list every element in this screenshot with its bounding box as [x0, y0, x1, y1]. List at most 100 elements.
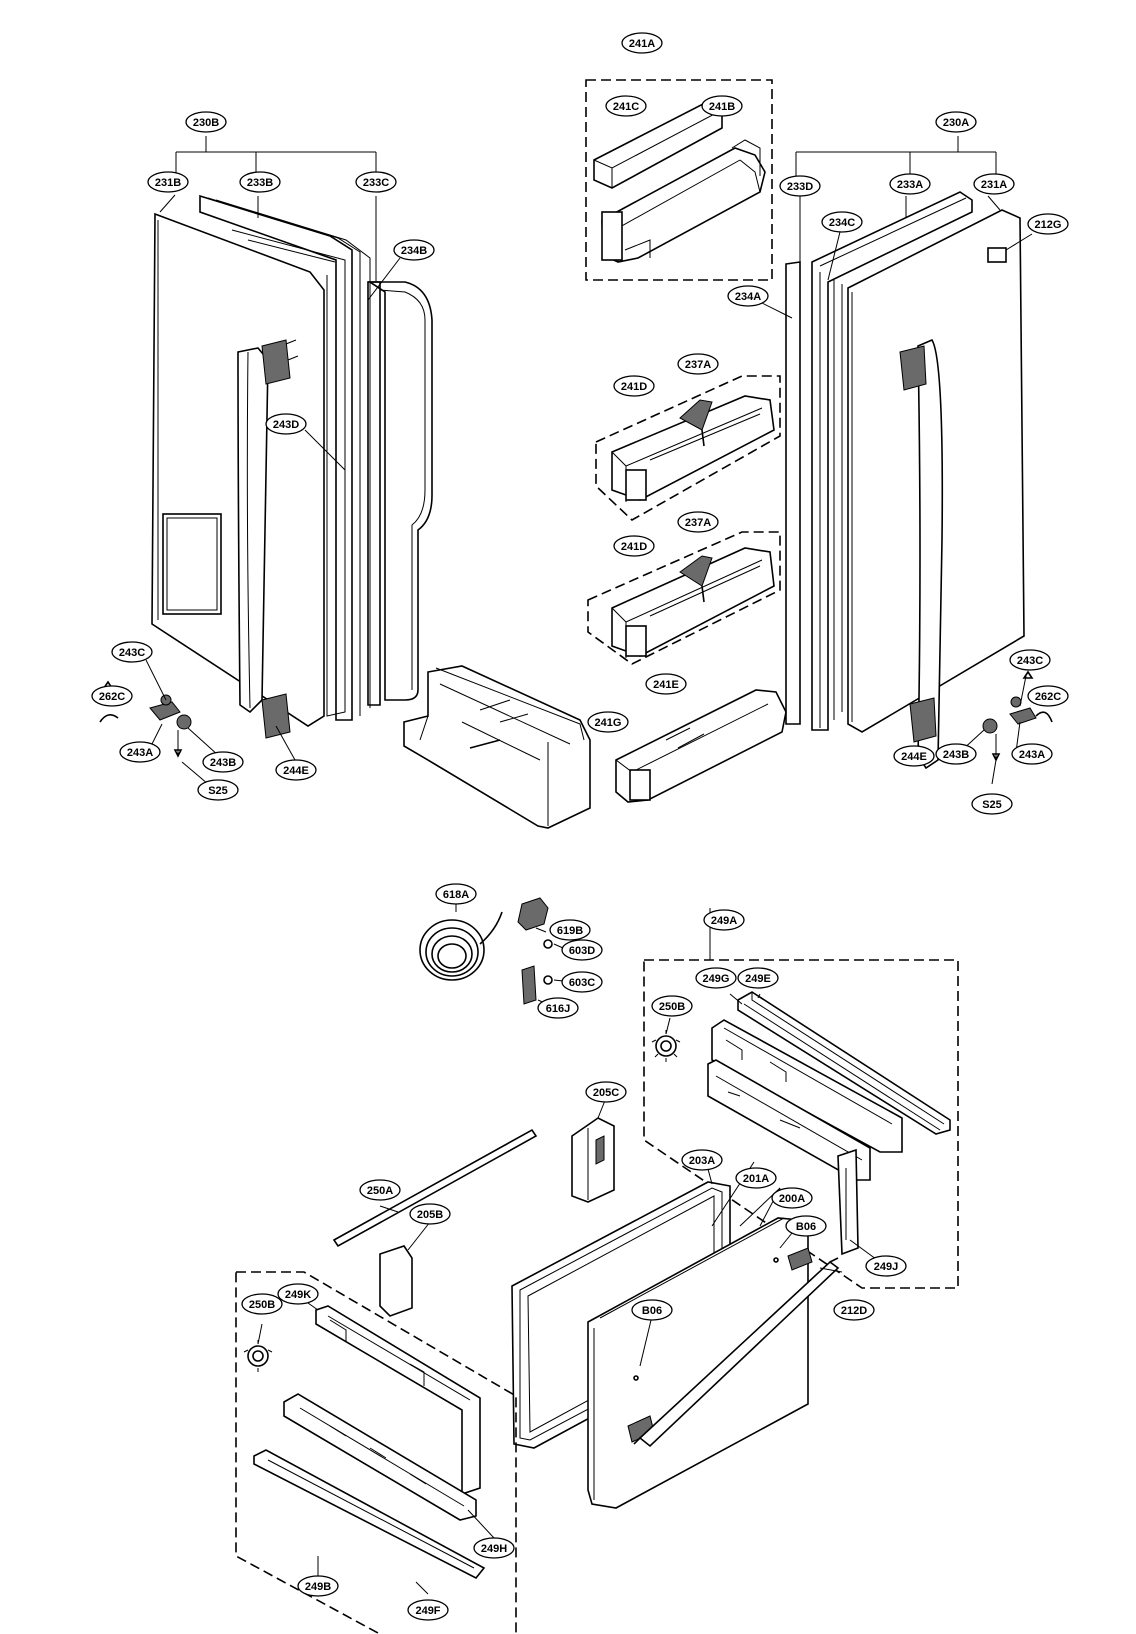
- label-text: 616J: [546, 1003, 570, 1015]
- label-oval: [185, 111, 227, 133]
- label-oval: [651, 995, 693, 1017]
- label-text: 200A: [779, 1193, 805, 1205]
- label-oval: [613, 375, 655, 397]
- part-label-231a: 231A: [973, 173, 1015, 195]
- label-oval: [147, 171, 189, 193]
- label-text: 241D: [621, 541, 647, 553]
- part-label-249a: 249A: [703, 909, 745, 931]
- part-label-241d-2: 241D: [613, 535, 655, 557]
- part-label-243a-l: 243A: [119, 741, 161, 763]
- part-label-234a: 234A: [727, 285, 769, 307]
- part-label-241a: 241A: [621, 32, 663, 54]
- label-oval: [241, 1293, 283, 1315]
- part-label-201a: 201A: [735, 1167, 777, 1189]
- label-oval: [355, 171, 397, 193]
- label-oval: [297, 1575, 339, 1597]
- part-label-249e: 249E: [737, 967, 779, 989]
- label-oval: [737, 967, 779, 989]
- label-text: 241A: [629, 38, 655, 50]
- label-text: 249B: [305, 1581, 331, 1593]
- label-oval: [695, 967, 737, 989]
- label-oval: [202, 751, 244, 773]
- bin-241E: [615, 689, 787, 803]
- part-label-243b-r: 243B: [935, 743, 977, 765]
- label-text: 212D: [841, 1305, 867, 1317]
- part-label-241d-1: 241D: [613, 375, 655, 397]
- part-label-249g: 249G: [695, 967, 737, 989]
- part-label-243c-l: 243C: [111, 641, 153, 663]
- label-text: S25: [208, 785, 228, 797]
- part-label-233c: 233C: [355, 171, 397, 193]
- label-oval: [971, 793, 1013, 815]
- part-label-616j: 616J: [537, 997, 579, 1019]
- label-text: 205B: [417, 1209, 443, 1221]
- label-oval: [1027, 685, 1069, 707]
- part-label-231b: 231B: [147, 171, 189, 193]
- label-text: 250B: [659, 1001, 685, 1013]
- label-text: 237A: [685, 359, 711, 371]
- label-text: 205C: [593, 1087, 619, 1099]
- part-label-203a: 203A: [681, 1149, 723, 1171]
- label-text: 244E: [901, 751, 927, 763]
- bin-241A-group: [585, 79, 773, 281]
- label-oval: [935, 743, 977, 765]
- label-text: 249G: [703, 973, 730, 985]
- part-label-212g: 212G: [1027, 213, 1069, 235]
- label-oval: [119, 741, 161, 763]
- label-text: 203A: [689, 1155, 715, 1167]
- bin-241G: [403, 665, 591, 829]
- part-label-230a: 230A: [935, 111, 977, 133]
- label-text: 233B: [247, 177, 273, 189]
- label-text: 234B: [401, 245, 427, 257]
- label-oval: [239, 171, 281, 193]
- part-label-603d: 603D: [561, 939, 603, 961]
- label-text: 201A: [743, 1173, 769, 1185]
- rail-250A: [332, 1128, 538, 1248]
- label-oval: [613, 535, 655, 557]
- label-oval: [701, 95, 743, 117]
- part-label-205b: 205B: [409, 1203, 451, 1225]
- label-oval: [409, 1203, 451, 1225]
- label-text: 249J: [874, 1261, 898, 1273]
- label-oval: [645, 673, 687, 695]
- label-text: 603D: [569, 945, 595, 957]
- label-text: S25: [982, 799, 1002, 811]
- label-oval: [587, 711, 629, 733]
- bracket-205C: [571, 1097, 615, 1203]
- part-label-234c: 234C: [821, 211, 863, 233]
- part-label-249j: 249J: [865, 1255, 907, 1277]
- part-label-250b-l: 250B: [241, 1293, 283, 1315]
- label-oval: [197, 779, 239, 801]
- label-text: B06: [796, 1221, 816, 1233]
- part-label-250b-r: 250B: [651, 995, 693, 1017]
- part-label-249b: 249B: [297, 1575, 339, 1597]
- label-text: 243C: [119, 647, 145, 659]
- label-text: 618A: [443, 889, 469, 901]
- part-label-237a-1: 237A: [677, 353, 719, 375]
- label-text: 234A: [735, 291, 761, 303]
- left-door-assembly: [99, 136, 433, 785]
- water-line-parts: [419, 897, 573, 1009]
- label-text: B06: [642, 1305, 662, 1317]
- label-text: 230B: [193, 117, 219, 129]
- label-text: 243B: [210, 757, 236, 769]
- label-oval: [677, 353, 719, 375]
- part-label-243a-r: 243A: [1011, 743, 1053, 765]
- part-label-249h: 249H: [473, 1537, 515, 1559]
- label-text: 603C: [569, 977, 595, 989]
- label-text: 241C: [613, 101, 639, 113]
- label-oval: [889, 173, 931, 195]
- label-text: 250B: [249, 1299, 275, 1311]
- part-label-618a: 618A: [435, 883, 477, 905]
- label-text: 230A: [943, 117, 969, 129]
- label-text: 241G: [595, 717, 622, 729]
- part-label-262c-l: 262C: [91, 685, 133, 707]
- label-text: 233A: [897, 179, 923, 191]
- label-oval: [435, 883, 477, 905]
- label-oval: [631, 1299, 673, 1321]
- part-label-233b: 233B: [239, 171, 281, 193]
- label-oval: [605, 95, 647, 117]
- label-text: 231B: [155, 177, 181, 189]
- label-text: 243D: [273, 419, 299, 431]
